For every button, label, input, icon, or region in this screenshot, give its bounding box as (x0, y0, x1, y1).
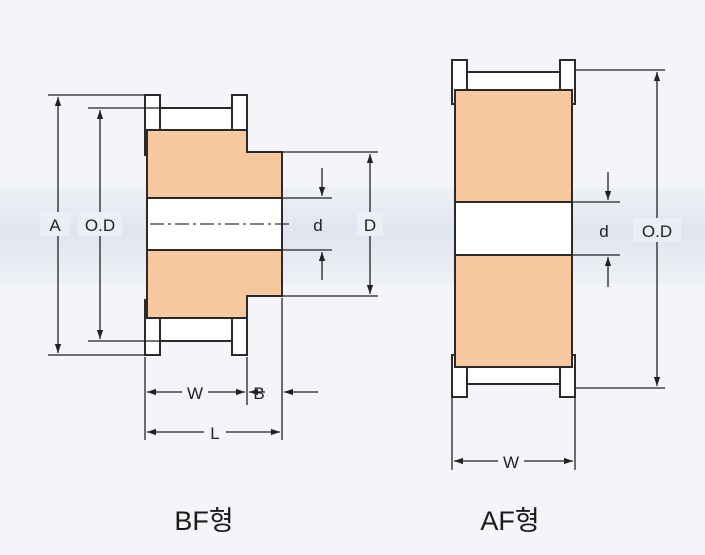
af-pulley (451, 59, 576, 398)
af-body-top (454, 89, 573, 203)
bf-body-bottom (146, 249, 283, 319)
bf-dim-boss-label: D (364, 216, 376, 235)
bf-dim-a-label: A (49, 216, 61, 235)
af-dim-od-label: O.D (642, 222, 672, 241)
af-rim-top (466, 71, 561, 91)
bf-pulley (144, 94, 283, 356)
bf-dim-width-label: W (187, 384, 203, 403)
af-rim-bottom (466, 365, 561, 385)
bf-rim-top (159, 107, 233, 131)
bf-body-top (146, 129, 283, 199)
af-bore (454, 201, 573, 256)
bf-dimensions (48, 94, 378, 440)
af-dim-bore-label: d (599, 222, 608, 241)
bf-dim-od-label: O.D (85, 216, 115, 235)
bf-type-title: BF형 (174, 506, 233, 536)
bf-dim-boss-width-label: B (253, 384, 264, 403)
bf-rim-bottom (159, 316, 233, 342)
af-type-title: AF형 (480, 506, 539, 536)
bf-dim-bore-label: d (313, 216, 322, 235)
af-dim-width-label: W (503, 453, 519, 472)
af-body-bottom (454, 254, 573, 368)
bf-dim-length-label: L (210, 424, 219, 443)
